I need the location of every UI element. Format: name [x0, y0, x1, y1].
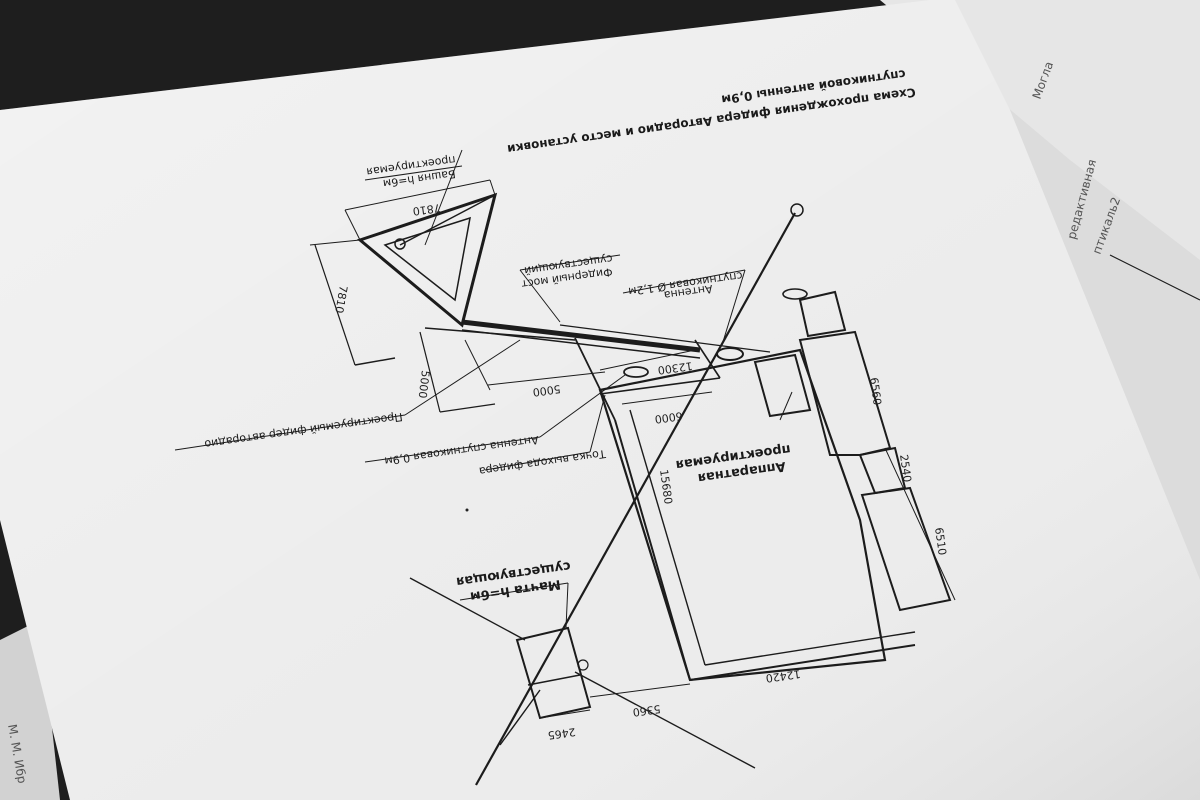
- dim-tower-height-label: 7810: [332, 284, 350, 314]
- small-area: [419, 327, 606, 413]
- dim-12420: 12420: [765, 667, 801, 685]
- dim-2465-line: [539, 709, 591, 719]
- top-circle: [790, 203, 804, 217]
- dim-15680: 15680: [657, 469, 675, 505]
- dim-tower-height: [309, 239, 396, 366]
- mast: [409, 577, 756, 769]
- leader-mast: [459, 582, 569, 601]
- dim-5000: 5000: [532, 382, 562, 399]
- dim-tower-width-label: 7810: [412, 201, 442, 218]
- antenna09-dish: [623, 366, 649, 378]
- dim-6510: 6510: [932, 527, 949, 557]
- leader-feeder-exit: [484, 451, 591, 471]
- dim-12300-line: [599, 349, 696, 371]
- dim-6000-line: [621, 391, 713, 405]
- leader-designed-feeder: [174, 414, 406, 451]
- equipment-room: [753, 353, 812, 421]
- leader-feeder-bridge: [519, 269, 561, 323]
- dim-6000: 6000: [654, 409, 684, 426]
- dim-6560: 6560: [867, 377, 884, 407]
- dim-5000-vertical: 5000: [416, 370, 432, 399]
- dim-tower-width: [344, 179, 496, 241]
- bg-line: [1109, 254, 1200, 301]
- tower: [356, 192, 498, 328]
- building-outline: [574, 337, 916, 682]
- leader-antenna09: [364, 436, 541, 463]
- right-wing: [782, 288, 956, 612]
- dim-5360-line: [589, 683, 691, 698]
- dim-2465: 2465: [547, 725, 577, 742]
- paper-dot: [465, 508, 469, 512]
- dim-5360: 5360: [632, 702, 662, 719]
- diagonal-line-main: [475, 212, 796, 786]
- leader-tower: [424, 149, 463, 246]
- dim-2540: 2540: [897, 454, 914, 484]
